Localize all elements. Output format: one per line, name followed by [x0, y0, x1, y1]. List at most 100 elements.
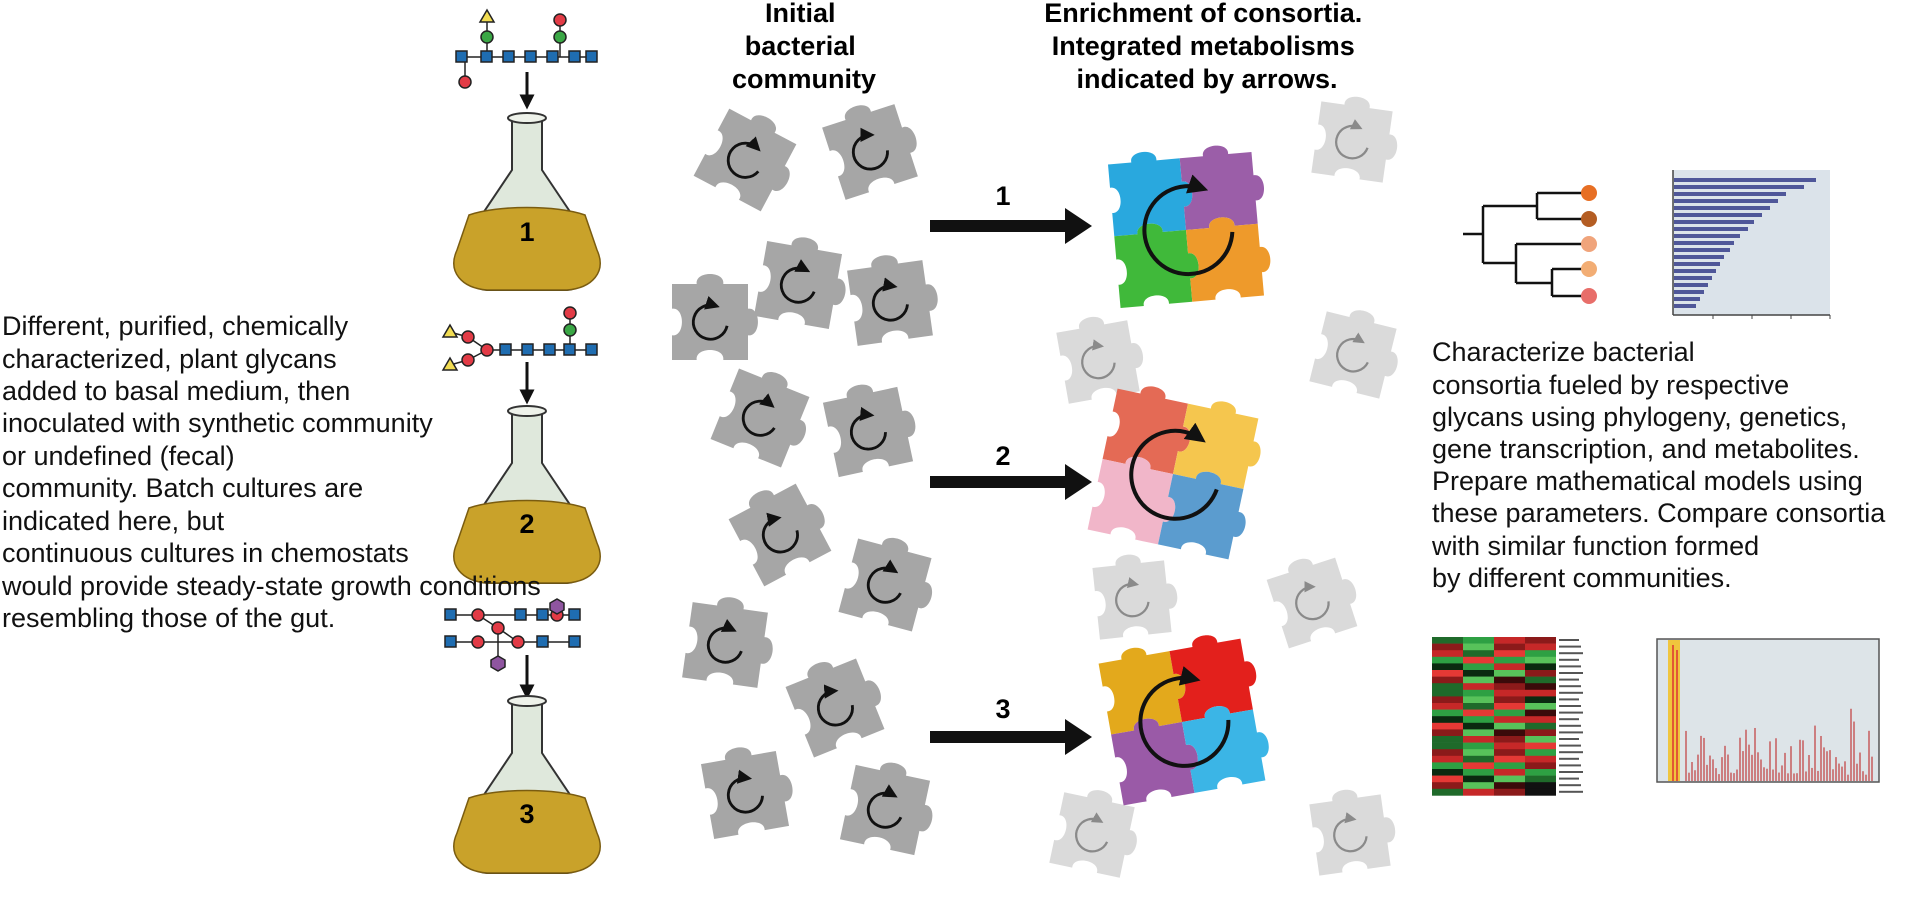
flask-2: 2 [453, 405, 601, 584]
heatmap-cell [1525, 775, 1556, 783]
heatmap-cell [1525, 762, 1556, 770]
text-line: added to basal medium, then [2, 376, 350, 406]
text-line: continuous cultures in chemostats [2, 538, 409, 568]
enrichment-arrow-2: 2 [930, 441, 1092, 500]
bar [1674, 220, 1754, 224]
enrichment-arrows: 1 2 3 [930, 181, 1092, 755]
community-piece [839, 755, 942, 858]
heatmap-cell [1463, 637, 1494, 644]
heatmap-cell [1463, 689, 1494, 697]
community-piece [682, 592, 780, 690]
heatmap-cell [1494, 689, 1525, 697]
heatmap-cell [1463, 643, 1494, 651]
left-description: Different, purified, chemically characte… [1, 311, 548, 633]
text-line: Enrichment of consortia. [1044, 0, 1362, 28]
community-piece [781, 645, 894, 758]
community-piece [723, 470, 841, 587]
heatmap-cell [1463, 722, 1494, 730]
heatmap-cell [1432, 696, 1463, 704]
heatmap-cell [1432, 782, 1463, 790]
heatmap-row-tick [1559, 751, 1583, 754]
heatmap-cell [1463, 749, 1494, 757]
bar-panel [1672, 170, 1831, 319]
flask-label-3: 3 [519, 799, 534, 829]
heatmap-cell [1525, 769, 1556, 776]
bar [1674, 199, 1778, 203]
right-description: Characterize bacterial consortia fueled … [1431, 337, 1893, 593]
bar [1674, 227, 1748, 231]
heatmap-cell [1432, 689, 1463, 697]
heatmap-cell [1494, 729, 1525, 737]
heatmap-cell [1432, 703, 1463, 710]
heatmap-cell [1463, 742, 1494, 750]
heatmap-cell [1525, 703, 1556, 710]
heatmap-cell [1525, 722, 1556, 730]
heatmap-cell [1525, 716, 1556, 724]
glycan-1 [455, 8, 598, 89]
heatmap-row-tick [1559, 790, 1583, 793]
text-line: community [732, 64, 876, 94]
heatmap-cell [1463, 656, 1494, 664]
heatmap-row-tick [1559, 665, 1581, 668]
bar [1674, 297, 1700, 301]
heatmap-row-tick [1559, 764, 1581, 767]
arrow-label-3: 3 [995, 694, 1010, 724]
community-piece [838, 528, 944, 635]
text-line: Integrated metabolisms [1052, 31, 1355, 61]
heatmap-cell [1463, 650, 1494, 658]
heatmap-cell [1463, 782, 1494, 790]
heatmap-cell [1525, 736, 1556, 743]
bar [1674, 248, 1730, 252]
bar [1674, 234, 1740, 238]
text-line: Initial [765, 0, 836, 28]
heatmap-cell [1494, 676, 1525, 684]
text-line: would provide steady-state growth condit… [1, 571, 541, 601]
heatmap-cell [1525, 650, 1556, 658]
heatmap-cell [1494, 769, 1525, 776]
phylogeny-dots [1581, 185, 1597, 304]
heatmap-cell [1494, 683, 1525, 691]
community-piece [819, 91, 928, 200]
heatmap-cell [1463, 775, 1494, 783]
heatmap-cell [1432, 670, 1463, 677]
heatmap-row-tick [1559, 731, 1583, 734]
faded-piece [1049, 783, 1146, 880]
heatmap-row-tick [1559, 744, 1581, 747]
enrichment-arrow-3: 3 [930, 694, 1092, 755]
heatmap-cell [1525, 663, 1556, 671]
heatmap-cell [1463, 709, 1494, 717]
heatmap-row-tick [1559, 718, 1579, 721]
bar [1674, 241, 1734, 245]
bar [1674, 185, 1804, 189]
heatmap-cell [1432, 637, 1463, 644]
heatmap-cell [1463, 676, 1494, 684]
text-line: glycans using phylogeny, genetics, [1432, 402, 1847, 432]
heatmap-cell [1432, 769, 1463, 776]
initial-community [672, 91, 944, 858]
faded-pieces [1049, 91, 1409, 880]
bar [1674, 283, 1708, 287]
heatmap-cell [1525, 782, 1556, 790]
heatmap-cell [1525, 696, 1556, 704]
heatmap-cell [1432, 656, 1463, 664]
heatmap-cell [1463, 663, 1494, 671]
community-piece [753, 231, 854, 331]
heatmap-cell [1525, 729, 1556, 737]
heatmap-row-tick [1559, 784, 1581, 787]
heatmap-row-tick [1559, 639, 1579, 641]
heatmap-cell [1494, 762, 1525, 770]
heatmap-row-tick [1559, 672, 1583, 674]
glycan-3 [444, 598, 581, 672]
heatmap-cell [1494, 749, 1525, 757]
text-line: Prepare mathematical models using [1432, 466, 1863, 496]
heatmap-cell [1432, 683, 1463, 691]
spectrum-panel [1656, 638, 1880, 783]
heatmap-cell [1494, 736, 1525, 743]
enrichment-arrow-1: 1 [930, 181, 1092, 244]
flask-label-2: 2 [519, 509, 534, 539]
text-line: gene transcription, and metabolites. [1432, 434, 1860, 464]
text-line: by different communities. [1432, 563, 1732, 593]
heatmap-cell [1494, 775, 1525, 783]
heatmap-cell [1494, 650, 1525, 658]
text-line: indicated by arrows. [1076, 64, 1337, 94]
